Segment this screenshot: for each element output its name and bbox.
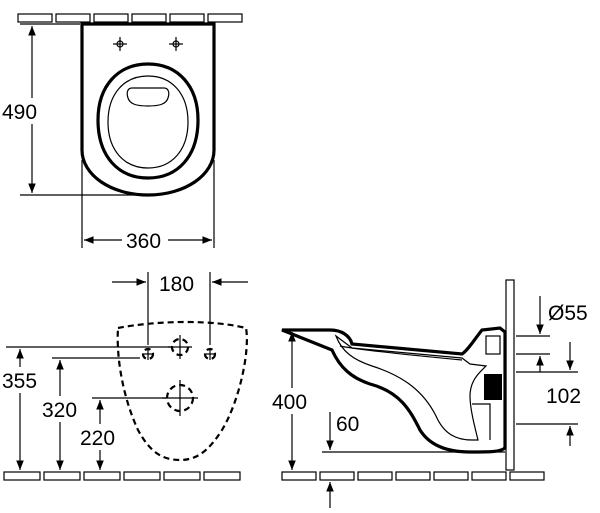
dimension-320: 320 xyxy=(40,360,90,470)
rear-view: 180 355 320 220 xyxy=(0,272,248,481)
top-view: 490 360 xyxy=(0,13,243,253)
wall-side xyxy=(505,279,515,471)
dimension-60-label: 60 xyxy=(336,413,359,436)
inlet-connector xyxy=(485,335,501,355)
dimension-490-label: 490 xyxy=(2,101,37,124)
bowl-silhouette-dashed xyxy=(116,320,248,462)
outlet-connector xyxy=(484,374,502,400)
dimension-60: 60 xyxy=(322,412,505,508)
fixing-hole-left xyxy=(113,37,127,51)
dimension-355-label: 355 xyxy=(2,370,37,393)
dimension-102: 102 xyxy=(516,342,581,446)
floor-tiles-side xyxy=(281,471,545,481)
dimension-220: 220 xyxy=(78,400,128,470)
fixing-symbol-right xyxy=(203,347,217,361)
rinse-channel xyxy=(339,345,463,361)
seat-ring-inner xyxy=(107,75,189,169)
fixing-symbol-left xyxy=(141,347,155,361)
dimension-d55-label: Ø55 xyxy=(548,302,588,325)
bowl-profile-inner xyxy=(334,334,488,441)
dimension-220-label: 220 xyxy=(80,427,115,450)
side-view: Ø55 102 400 60 xyxy=(270,279,588,508)
rinse-opening xyxy=(126,87,170,107)
dimension-180-label: 180 xyxy=(159,273,194,296)
dimension-102-label: 102 xyxy=(546,385,581,408)
seat-ring-outer xyxy=(96,62,200,180)
drain-neck xyxy=(472,403,491,440)
floor-tiles-rear xyxy=(3,471,241,481)
dimension-400: 400 xyxy=(270,329,322,470)
wall-tiles-top xyxy=(17,13,243,23)
dimension-180: 180 xyxy=(112,272,248,345)
dimension-360: 360 xyxy=(81,160,215,253)
bowl-outline-top xyxy=(80,22,216,197)
dimension-490: 490 xyxy=(0,23,140,196)
dimension-d55: Ø55 xyxy=(516,296,588,372)
dimension-400-label: 400 xyxy=(272,391,307,414)
dimension-355: 355 xyxy=(0,349,50,470)
waste-outlet-symbol xyxy=(162,380,198,416)
dimension-320-label: 320 xyxy=(42,399,77,422)
fixing-hole-right xyxy=(169,37,183,51)
dimension-360-label: 360 xyxy=(126,230,161,253)
